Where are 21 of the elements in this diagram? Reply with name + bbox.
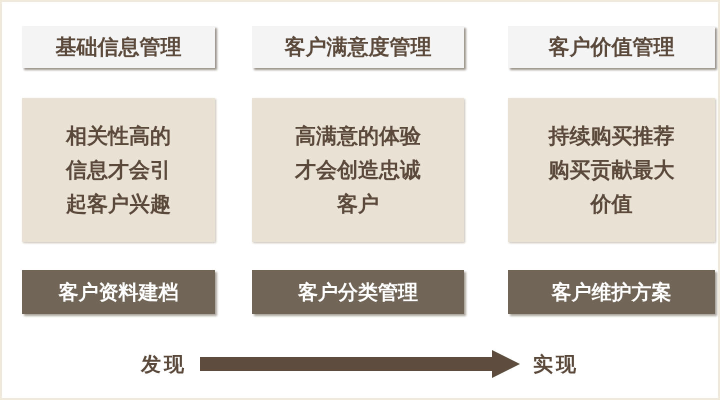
box-text: 客户分类管理 [298, 278, 418, 306]
box-text: 客户资料建档 [58, 278, 178, 306]
box-text: 客户维护方案 [552, 278, 672, 306]
box-text: 持续购买推荐购买贡献最大价值 [547, 123, 676, 218]
description-box [252, 98, 464, 242]
description-box [508, 98, 715, 242]
category-box [252, 270, 464, 314]
stage-label: 发现 [141, 350, 187, 378]
box-text: 客户价值管理 [548, 34, 674, 61]
section-heading-box [252, 26, 464, 68]
stage-label: 实现 [533, 350, 579, 378]
description-box [22, 98, 215, 242]
box-text: 高满意的体验才会创造忠诚客户 [294, 123, 422, 218]
section-heading-box [508, 26, 715, 68]
box-text: 客户满意度管理 [284, 34, 432, 61]
arrow [200, 350, 520, 378]
box-text: 相关性高的信息才会引起客户兴趣 [64, 123, 172, 218]
category-box [22, 270, 215, 314]
section-heading-box [22, 26, 215, 68]
box-text: 基础信息管理 [56, 34, 182, 61]
category-box [508, 270, 715, 314]
